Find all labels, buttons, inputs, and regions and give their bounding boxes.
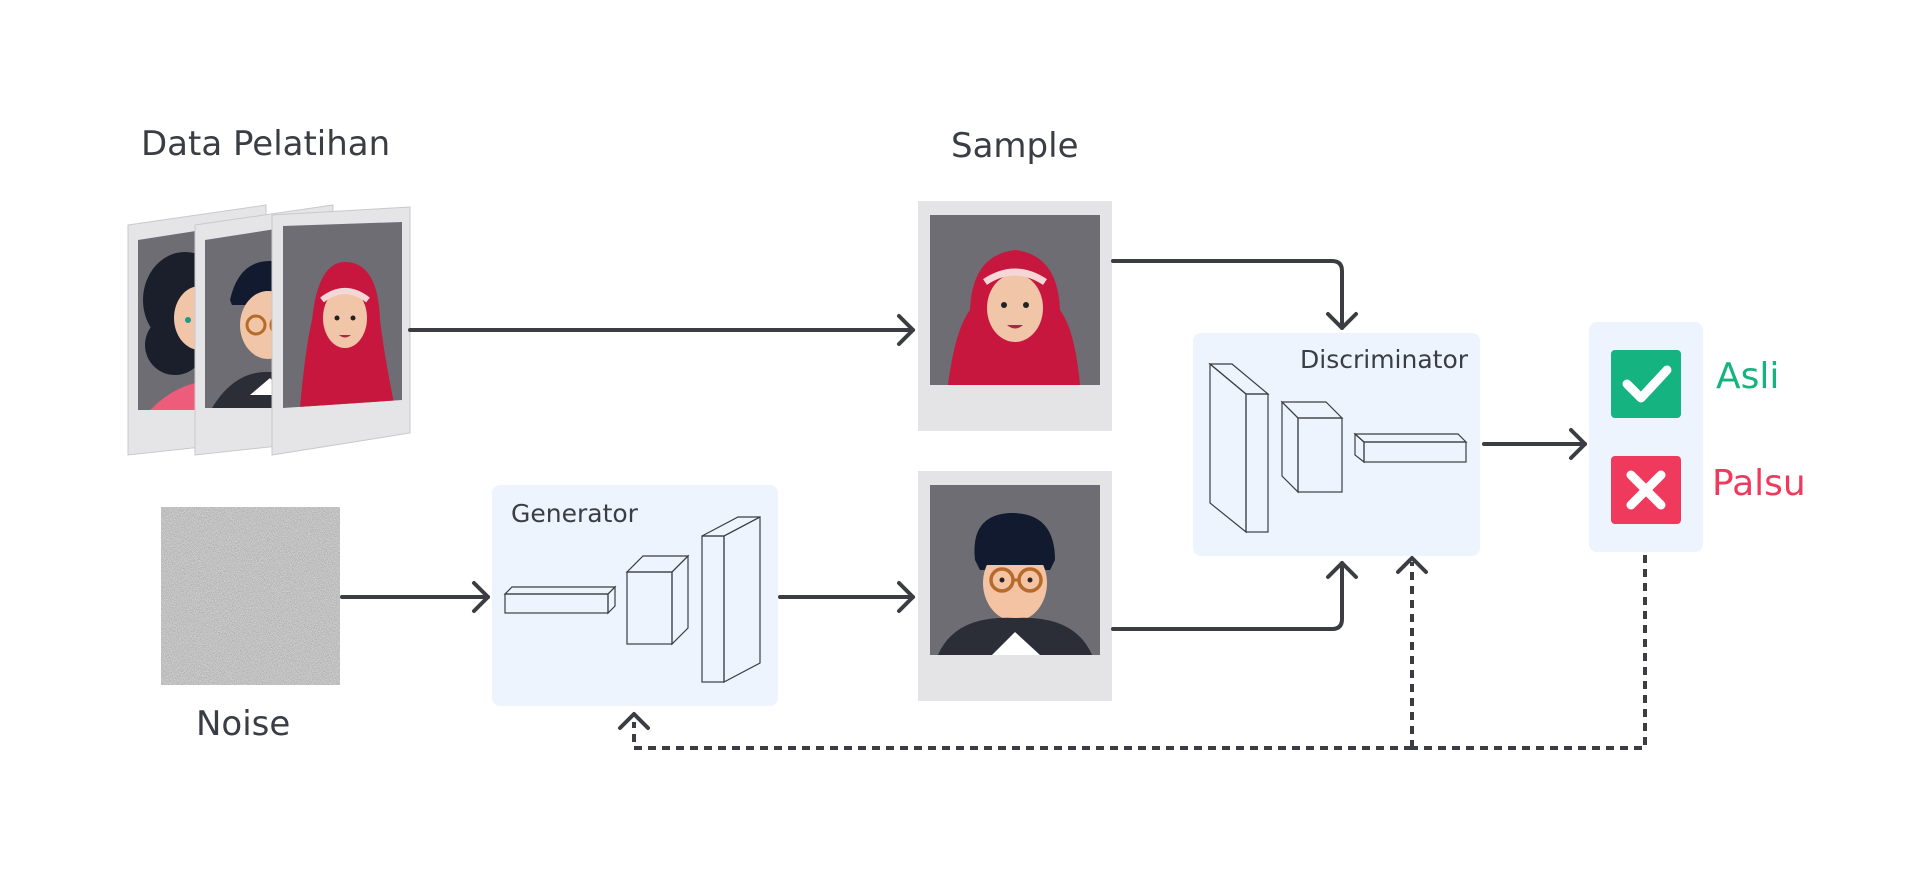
discriminator-layers-icon <box>1208 362 1468 534</box>
arrow-noise-to-generator <box>340 581 490 613</box>
noise-title: Noise <box>196 704 291 744</box>
training-data-title: Data Pelatihan <box>141 124 391 164</box>
feedback-from-result <box>1412 555 1647 750</box>
sample-generated-photo <box>918 471 1112 701</box>
training-data-stack <box>127 204 411 456</box>
sample-title: Sample <box>951 126 1079 166</box>
arrow-generated-sample-to-discriminator <box>1111 561 1358 631</box>
generator-title: Generator <box>511 499 638 528</box>
fake-result <box>1611 456 1681 524</box>
real-result <box>1611 350 1681 418</box>
training-photo-3 <box>271 206 411 456</box>
discriminator-title: Discriminator <box>1300 345 1469 374</box>
arrow-discriminator-to-result <box>1482 428 1587 460</box>
feedback-discriminator-arrowhead <box>1396 556 1428 574</box>
discriminator-block <box>1193 333 1480 556</box>
arrow-generator-to-sample <box>778 581 915 613</box>
result-panel <box>1589 322 1703 552</box>
feedback-loop <box>632 555 1647 750</box>
generator-layers-icon <box>503 516 761 683</box>
arrow-real-sample-to-discriminator <box>1111 259 1358 330</box>
x-icon <box>1626 470 1666 510</box>
real-label: Asli <box>1716 356 1780 397</box>
arrow-training-to-sample <box>408 314 915 346</box>
checkmark-icon <box>1622 365 1672 403</box>
feedback-to-generator <box>632 722 1412 750</box>
generator-block <box>492 485 778 706</box>
sample-real-photo <box>918 201 1112 431</box>
fake-label: Palsu <box>1712 463 1806 504</box>
noise-image <box>161 507 340 685</box>
feedback-generator-arrowhead <box>618 712 650 730</box>
